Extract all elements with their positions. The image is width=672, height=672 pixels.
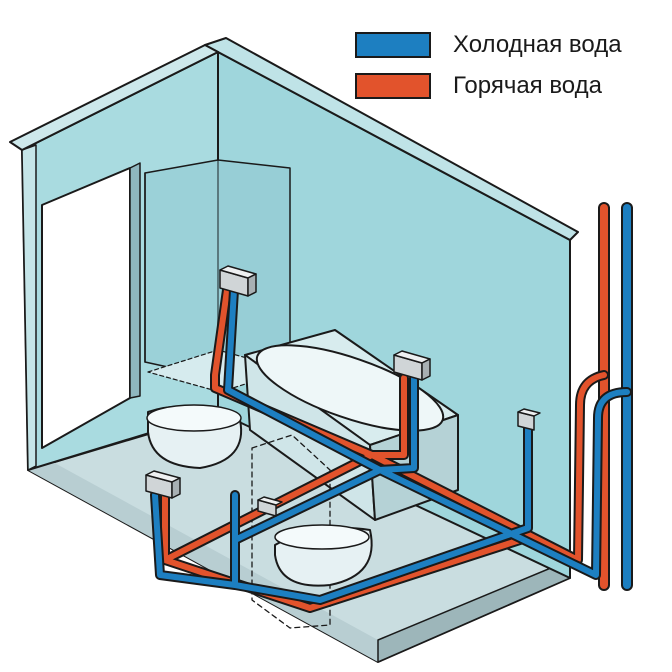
hot-water-pipe	[160, 285, 609, 613]
bathtub-basin	[255, 344, 445, 432]
shower-outlet-fitting	[219, 265, 257, 297]
cold-water-swatch	[355, 32, 431, 58]
doorway	[41, 162, 141, 449]
legend-hot-water-label: Горячая вода	[453, 72, 602, 99]
toilet	[251, 434, 373, 629]
washbasin-outlet-fitting	[145, 470, 181, 499]
legend-cold-water: Холодная вода	[355, 30, 622, 60]
legend-cold-water-label: Холодная вода	[453, 31, 622, 58]
washbasin	[146, 404, 243, 469]
wall-outlet-fitting	[517, 408, 541, 431]
toilet-outlet-fitting	[257, 496, 283, 517]
bathtub-outlet-fitting	[393, 350, 431, 381]
cold-water-pipe	[150, 285, 632, 605]
legend-hot-water: Горячая вода	[355, 71, 602, 101]
hot-water-swatch	[355, 73, 431, 99]
